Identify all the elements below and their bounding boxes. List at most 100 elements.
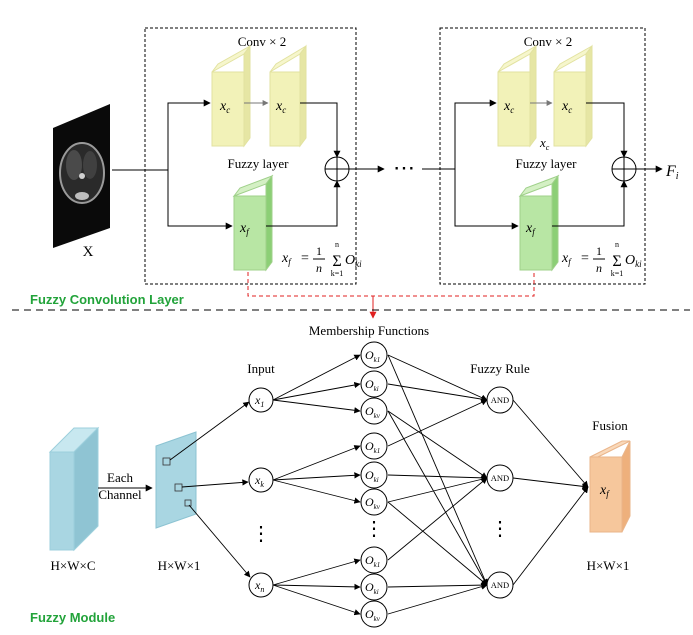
- svg-text:n: n: [596, 261, 602, 275]
- edge-input-membership: [272, 558, 361, 586]
- input-vdots: ⋮: [251, 523, 271, 545]
- input-node: x1: [248, 387, 274, 413]
- fusion-xf-label: xf: [599, 483, 610, 499]
- edge-input-membership: [272, 583, 361, 591]
- and-node: AND: [486, 571, 514, 599]
- xc-label-2a: xc: [503, 99, 514, 115]
- hwc-label: H×W×C: [51, 558, 96, 573]
- rule-title: Fuzzy Rule: [470, 361, 530, 376]
- conv-label-2: Conv × 2: [524, 34, 573, 49]
- fuzzy-network-nodes: x1xkxnOk1OkiOkvOk1OkiOkvOk1OkiOkvANDANDA…: [248, 341, 514, 628]
- and-node-label: AND: [491, 473, 509, 483]
- svg-text:k=1: k=1: [611, 269, 624, 278]
- edge-membership-rule: [387, 501, 488, 586]
- edge-rule-fusion: [512, 486, 589, 586]
- xc-label-2c: xc: [539, 135, 550, 152]
- membership-node-label: Ok1: [365, 439, 380, 455]
- fuzzy-layer-label-1: Fuzzy layer: [227, 156, 289, 171]
- xf-label-1: xf: [239, 221, 250, 237]
- membership-node: Ok1: [360, 341, 388, 369]
- edge-membership-rule: [387, 476, 488, 503]
- membership-node-label: Ok1: [365, 553, 380, 569]
- svg-text:Σ: Σ: [612, 253, 621, 270]
- svg-text:1: 1: [316, 244, 322, 258]
- sum-node-2: [611, 156, 637, 182]
- membership-node-label: Ok1: [365, 348, 380, 364]
- membership-node: Ok1: [360, 432, 388, 460]
- svg-text:=: =: [581, 251, 589, 266]
- fuzzy-cube-2: [518, 174, 560, 272]
- svg-text:n: n: [316, 261, 322, 275]
- edge-input-membership: [272, 354, 361, 401]
- edge-input-membership: [272, 445, 361, 481]
- edge-input-membership: [272, 584, 361, 616]
- feature-map-hw1: [155, 431, 197, 529]
- membership-vdots: ⋮: [364, 518, 384, 540]
- membership-node: Okv: [360, 397, 388, 425]
- conv-cube-2a: [497, 44, 537, 148]
- input-label: X: [83, 244, 94, 260]
- rule-vdots: ⋮: [490, 518, 510, 540]
- and-node-label: AND: [491, 580, 509, 590]
- xc-label-1b: xc: [275, 99, 286, 115]
- input-node-label: x1: [254, 393, 264, 409]
- edge-membership-rule: [387, 354, 488, 586]
- xc-label-1a: xc: [219, 99, 230, 115]
- membership-title: Membership Functions: [309, 323, 429, 338]
- block2-connectors: [454, 99, 663, 230]
- edge-membership-rule: [387, 354, 488, 401]
- edge-input-membership: [272, 399, 361, 414]
- membership-node-label: Oki: [365, 580, 379, 596]
- formula-2: xf = 1 n n Σ k=1 Oki: [561, 240, 642, 278]
- section-title-top: Fuzzy Convolution Layer: [30, 292, 184, 307]
- red-link: [247, 272, 535, 319]
- sum-node-1: [324, 156, 350, 182]
- section-title-bottom: Fuzzy Module: [30, 610, 115, 625]
- svg-text:1: 1: [596, 244, 602, 258]
- block-ellipsis: ⋯: [393, 155, 415, 180]
- edge-membership-rule: [387, 583, 488, 615]
- membership-node: Okv: [360, 488, 388, 516]
- svg-text:Oki: Oki: [625, 253, 642, 269]
- and-node: AND: [486, 386, 514, 414]
- edge-input-membership: [272, 472, 361, 481]
- membership-node: Oki: [360, 573, 388, 601]
- svg-text:n: n: [335, 240, 339, 249]
- edge-membership-rule: [387, 399, 488, 447]
- svg-text:xf: xf: [561, 251, 572, 267]
- svg-text:xf: xf: [281, 251, 292, 267]
- input-node: xn: [248, 572, 274, 598]
- membership-node: Ok1: [360, 546, 388, 574]
- input-node: xk: [248, 467, 274, 493]
- edge-input-membership: [272, 479, 361, 504]
- edge-membership-rule: [387, 410, 488, 586]
- channel-label: Channel: [98, 487, 142, 502]
- membership-node-label: Oki: [365, 377, 379, 393]
- input-node-label: xk: [254, 473, 264, 489]
- membership-node-label: Oki: [365, 468, 379, 484]
- xc-label-2b: xc: [561, 99, 572, 115]
- membership-node: Oki: [360, 461, 388, 489]
- fusion-box: [589, 440, 631, 533]
- conv-label-1: Conv × 2: [238, 34, 287, 49]
- edge-membership-rule: [387, 474, 488, 481]
- svg-text:k=1: k=1: [331, 269, 344, 278]
- fuzzy-cube-1: [232, 174, 274, 272]
- membership-node-label: Okv: [365, 607, 381, 623]
- edge-membership-rule: [387, 410, 488, 479]
- edge-input-membership: [272, 381, 361, 401]
- svg-text:=: =: [301, 251, 309, 266]
- fuzzy-layer-label-2: Fuzzy layer: [515, 156, 577, 171]
- membership-node-label: Okv: [365, 404, 381, 420]
- conv-cube-2b: [553, 44, 593, 148]
- edge-membership-rule: [387, 383, 488, 403]
- conv-cube-1a: [211, 44, 251, 148]
- membership-node: Oki: [360, 370, 388, 398]
- output-label: Fi: [665, 163, 679, 182]
- conv-block-2: [439, 27, 646, 285]
- input-title: Input: [247, 361, 275, 376]
- svg-text:Σ: Σ: [332, 253, 341, 270]
- and-node-label: AND: [491, 395, 509, 405]
- edge-rule-fusion: [512, 477, 589, 490]
